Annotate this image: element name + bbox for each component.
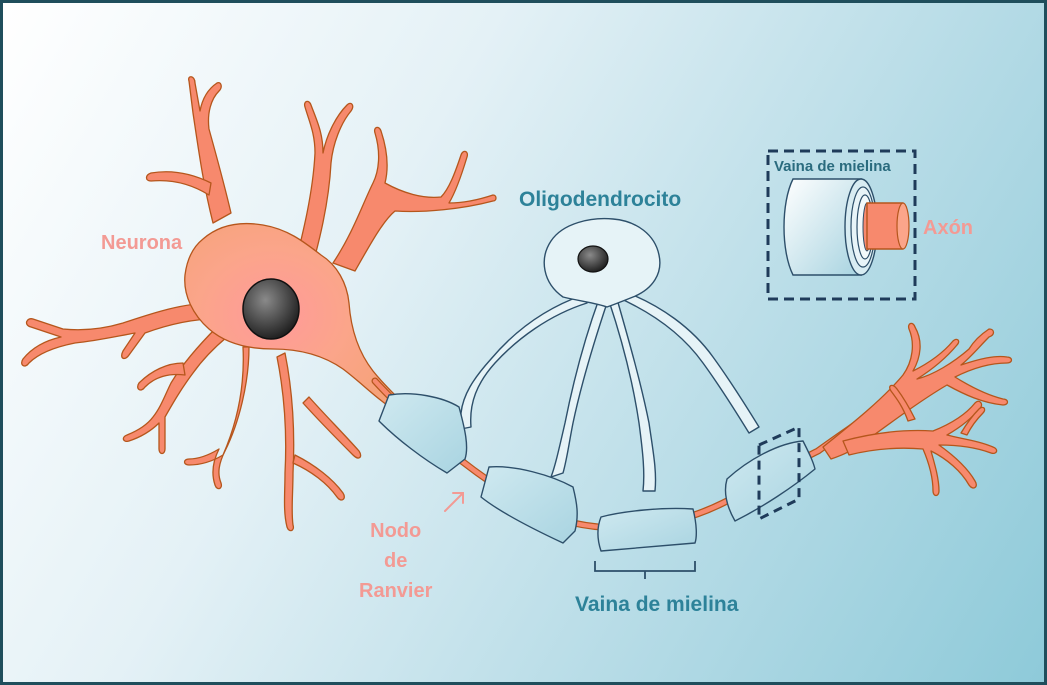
neuron <box>21 76 497 532</box>
inset-myelin-label: Vaina de mielina <box>774 158 891 175</box>
nucleus-icon <box>577 245 609 273</box>
node-of-ranvier-label: Nodo de Ranvier <box>359 516 432 606</box>
myelin-sheath-label: Vaina de mielina <box>575 593 739 616</box>
oligodendrocyte <box>378 217 816 552</box>
node-label-line-2: de <box>384 550 408 572</box>
myelin-segment-3 <box>597 507 698 552</box>
node-label-line-3: Ranvier <box>359 580 433 602</box>
inset-axon-label: Axón <box>923 217 973 239</box>
inset-box <box>766 149 917 301</box>
inset-cross-section <box>766 149 917 301</box>
sheath-bracket-icon <box>594 561 696 579</box>
myelin-segment-1 <box>378 393 468 474</box>
myelin-segment-4 <box>724 440 816 522</box>
nucleus-icon <box>242 278 300 340</box>
oligodendrocyte-label: Oligodendrocito <box>519 188 682 211</box>
cross-section-marker <box>757 424 801 522</box>
node-arrow-icon <box>444 492 464 512</box>
neuron-label: Neurona <box>101 232 183 254</box>
myelin-segments <box>378 393 816 552</box>
neuron-diagram <box>21 76 1013 579</box>
myelin-segment-2 <box>480 466 578 544</box>
dendrites <box>21 76 497 532</box>
axon-terminals <box>822 322 1013 497</box>
node-label-line-1: Nodo <box>370 520 422 542</box>
